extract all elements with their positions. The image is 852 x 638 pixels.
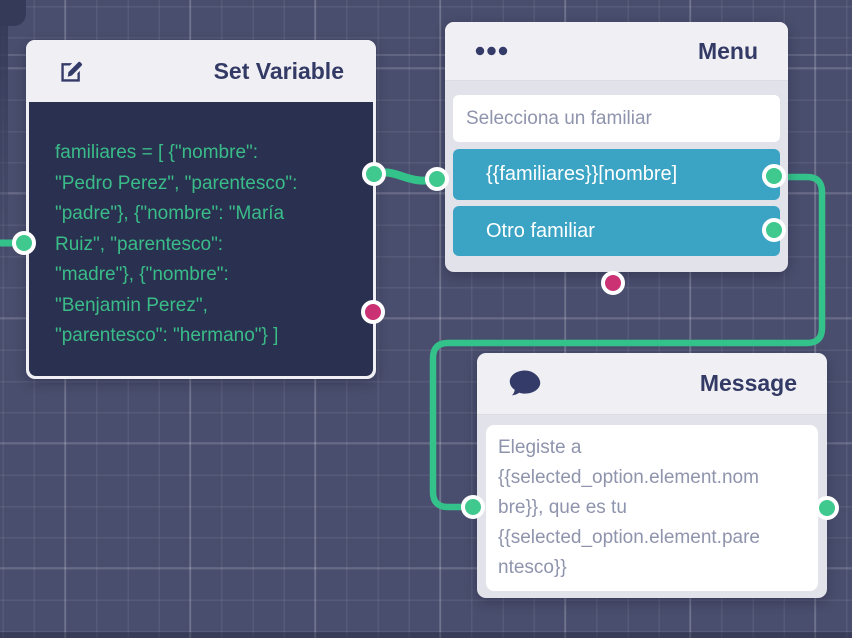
menu-title: Menu <box>697 37 758 64</box>
set-variable-title: Set Variable <box>213 57 344 84</box>
canvas-bottom-shade <box>0 632 852 638</box>
message-title: Message <box>699 370 797 396</box>
set-variable-code[interactable]: familiares = [ {"nombre": "Pedro Perez",… <box>55 142 298 346</box>
menu-body: Selecciona un familiar {{familiares}}[no… <box>445 81 788 256</box>
edit-icon <box>58 58 85 85</box>
node-menu[interactable]: Menu Selecciona un familiar {{familiares… <box>445 22 788 272</box>
port-menu-input[interactable] <box>425 167 449 191</box>
chat-bubble-icon <box>507 369 543 398</box>
port-menu-option2-output[interactable] <box>762 218 786 242</box>
message-header[interactable]: Message <box>477 353 827 415</box>
more-dots-icon <box>475 46 508 56</box>
port-setvariable-output[interactable] <box>362 162 386 186</box>
port-menu-option1-output[interactable] <box>762 164 786 188</box>
port-setvariable-input[interactable] <box>12 231 36 255</box>
node-message[interactable]: Message Elegiste a {{selected_option.ele… <box>477 353 827 598</box>
menu-option-1[interactable]: {{familiares}}[nombre] <box>453 149 780 200</box>
set-variable-header[interactable]: Set Variable <box>26 40 376 102</box>
port-menu-bottom-output[interactable] <box>601 271 625 295</box>
connector-option1-to-message[interactable] <box>429 173 826 511</box>
menu-header[interactable]: Menu <box>445 22 788 81</box>
port-message-input[interactable] <box>461 495 485 519</box>
port-setvariable-alt-output[interactable] <box>361 300 385 324</box>
message-text[interactable]: Elegiste a {{selected_option.element.nom… <box>486 425 818 591</box>
menu-question-input[interactable]: Selecciona un familiar <box>453 95 780 142</box>
message-body: Elegiste a {{selected_option.element.nom… <box>477 415 827 591</box>
menu-option-2[interactable]: Otro familiar <box>453 206 780 256</box>
canvas-left-shade <box>0 0 8 330</box>
node-set-variable[interactable]: Set Variable familiares = [ {"nombre": "… <box>26 40 376 379</box>
port-message-output[interactable] <box>815 496 839 520</box>
set-variable-body[interactable]: familiares = [ {"nombre": "Pedro Perez",… <box>29 102 373 376</box>
